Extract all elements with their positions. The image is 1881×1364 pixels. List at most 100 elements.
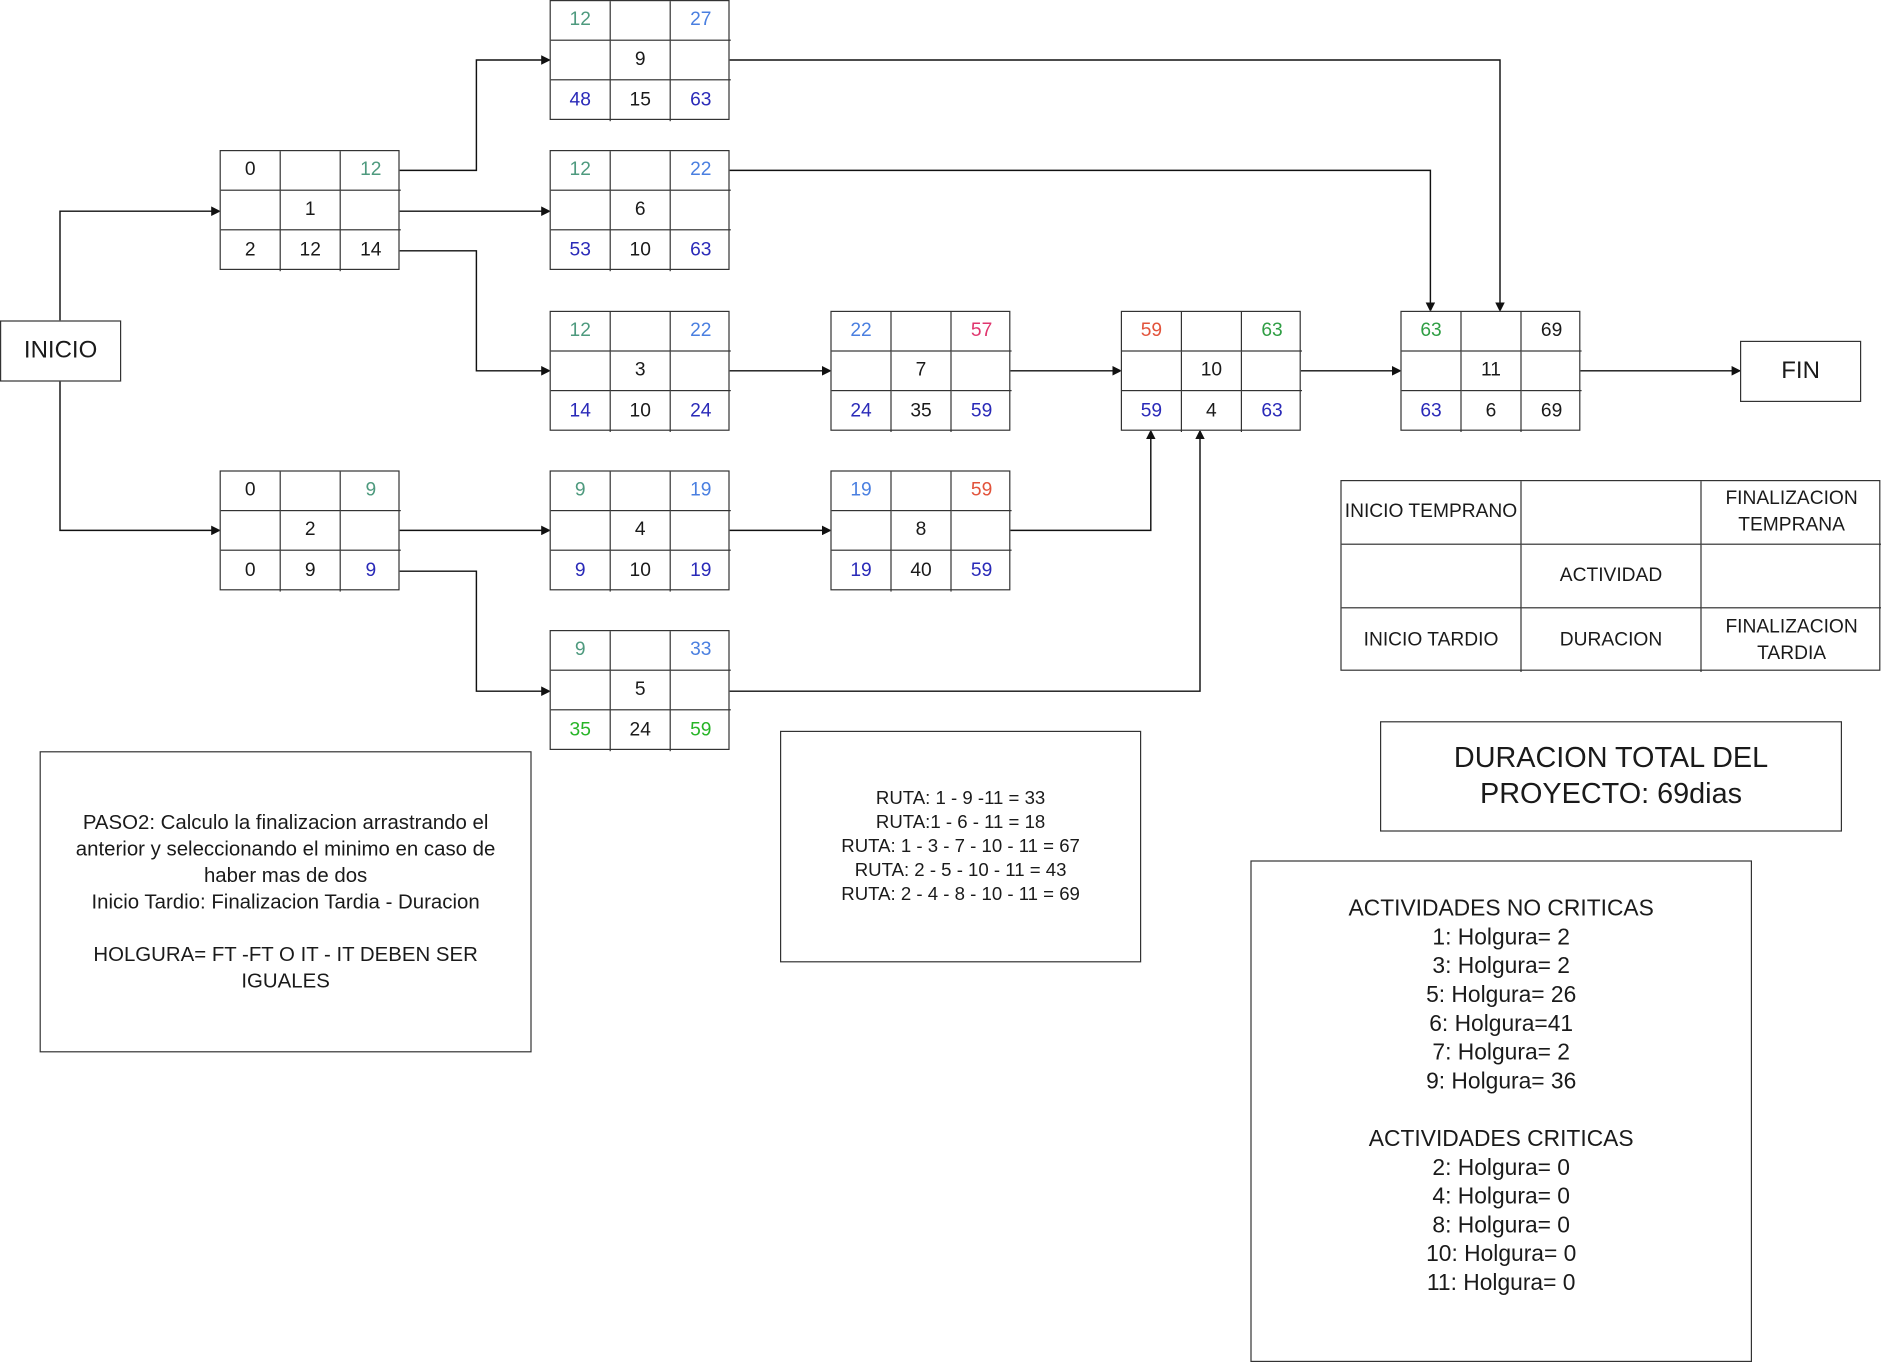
node-activity-id: 1 (280, 190, 341, 231)
node-late-start: 14 (551, 391, 611, 433)
node-duration: 4 (1182, 391, 1242, 433)
node-activity-id: 8 (891, 511, 952, 551)
route-item: RUTA: 2 - 4 - 8 - 10 - 11 = 69 (841, 883, 1080, 905)
total-duration-box: DURACION TOTAL DEL PROYECTO: 69dias (1380, 721, 1843, 832)
node-empty (951, 352, 1012, 392)
end-label: FIN (1781, 357, 1820, 384)
route-item: RUTA: 1 - 3 - 7 - 10 - 11 = 67 (841, 835, 1080, 857)
total-line: PROYECTO: 69dias (1480, 777, 1742, 811)
legend-activity: ACTIVIDAD (1521, 544, 1702, 609)
node-activity-id: 4 (610, 511, 671, 551)
node-early-start: 9 (550, 631, 611, 671)
critical-item: 10: Holgura= 0 (1426, 1242, 1577, 1268)
node-duration: 24 (611, 710, 671, 752)
node-late-finish: 59 (690, 720, 712, 741)
node-empty (670, 352, 731, 392)
node-empty (550, 511, 611, 551)
node-empty (280, 471, 341, 512)
node-empty (670, 191, 731, 231)
node-activity-id: 6 (610, 190, 671, 231)
node-empty (550, 40, 611, 81)
critical-item: 11: Holgura= 0 (1426, 1270, 1576, 1296)
note-line: Inicio Tardio: Finalizacion Tardia - Dur… (91, 889, 480, 913)
node-activity-id: 9 (610, 40, 671, 81)
legend-empty (1341, 544, 1522, 609)
noncritical-item: 9: Holgura= 36 (1426, 1069, 1577, 1095)
node-late-start: 53 (551, 230, 611, 272)
node-late-finish: 59 (970, 400, 993, 422)
node-early-finish: 22 (670, 312, 731, 352)
node-early-finish: 12 (340, 151, 401, 191)
node-late-start: 48 (551, 80, 611, 122)
node-duration: 15 (611, 80, 671, 122)
node-early-start: 0 (220, 471, 281, 512)
node-duration: 6 (1462, 391, 1522, 433)
legend-table: INICIO TEMPRANO FINALIZACION TEMPRANA AC… (1340, 480, 1881, 672)
node-early-finish: 59 (951, 472, 1012, 512)
noncritical-item: 5: Holgura= 26 (1426, 982, 1577, 1009)
noncritical-item: 6: Holgura=41 (1429, 1011, 1574, 1037)
edge-6-11 (729, 169, 1436, 313)
total-line: DURACION TOTAL DEL (1453, 741, 1769, 775)
node-duration: 10 (611, 391, 671, 433)
node-early-finish: 33 (670, 631, 731, 671)
node-empty (550, 670, 611, 711)
node-late-start: 19 (832, 550, 892, 592)
node-empty (891, 312, 952, 352)
node-late-finish: 63 (1261, 400, 1283, 422)
start-label: INICIO (23, 337, 98, 364)
noncritical-item: 7: Holgura= 2 (1432, 1040, 1570, 1066)
edge-1-3 (399, 250, 551, 376)
start-node[interactable]: INICIO (0, 320, 122, 382)
node-early-finish: 22 (670, 151, 731, 191)
routes-box: RUTA: 1 - 9 -11 = 33 RUTA:1 - 6 - 11 = 1… (780, 730, 1142, 963)
node-empty (280, 151, 341, 191)
node-empty (550, 190, 611, 231)
node-late-start: 24 (832, 391, 892, 433)
legend-late-finish: FINALIZACION TARDIA (1725, 616, 1858, 663)
node-activity-id: 3 (610, 351, 671, 392)
node-empty (670, 41, 731, 81)
node-duration: 35 (892, 391, 952, 433)
node-late-start: 9 (551, 550, 611, 592)
route-item: RUTA:1 - 6 - 11 = 18 (875, 811, 1046, 833)
node-empty (610, 631, 671, 671)
legend-early-finish: FINALIZACION TEMPRANA (1701, 481, 1881, 545)
node-early-start: 12 (550, 151, 611, 191)
note-line: PASO2: Calculo la finalizacion arrastran… (75, 810, 496, 887)
legend-early-start: INICIO TEMPRANO (1341, 481, 1522, 545)
node-late-finish: 63 (690, 240, 712, 261)
node-early-finish: 9 (340, 472, 401, 512)
node-late-finish: 14 (360, 240, 382, 261)
node-empty (610, 151, 671, 191)
node-late-finish: 9 (365, 560, 377, 581)
node-early-finish: 27 (670, 1, 731, 41)
node-duration: 40 (892, 550, 952, 592)
node-early-start: 22 (831, 312, 892, 352)
noncritical-item: 3: Holgura= 2 (1432, 954, 1570, 980)
node-empty (1401, 351, 1462, 392)
node-early-start: 59 (1122, 312, 1182, 352)
route-item: RUTA: 2 - 5 - 10 - 11 = 43 (854, 859, 1067, 881)
node-empty (1521, 352, 1582, 392)
end-node[interactable]: FIN (1740, 340, 1862, 403)
noncritical-item: 1: Holgura= 2 (1432, 925, 1570, 951)
node-early-start: 12 (550, 312, 611, 352)
node-empty (891, 471, 952, 512)
node-activity-id: 11 (1461, 351, 1522, 392)
node-empty (1242, 352, 1302, 392)
node-empty (340, 511, 401, 551)
